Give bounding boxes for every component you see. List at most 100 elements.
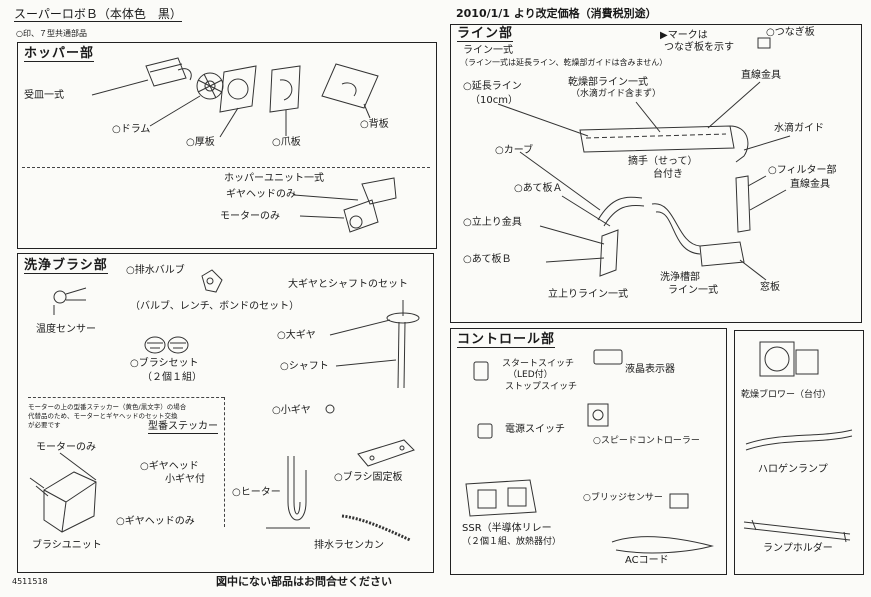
big-gear-label: ○大ギヤ	[277, 330, 316, 341]
hopper-motor-label: モーターのみ	[220, 211, 280, 222]
claw-plate-label: ○爪板	[272, 137, 301, 148]
sticker-label: 型番ステッカー	[148, 421, 218, 434]
back-plate-label: ○背板	[360, 119, 389, 130]
drain-hose-drawing	[341, 514, 411, 542]
drain-valve-drawing	[201, 269, 223, 293]
gear-head-only-label: ○ギヤヘッドのみ	[116, 516, 195, 527]
mark-note-2: つなぎ板を示す	[664, 42, 734, 53]
rise-fitting-label: ○立上り金具	[463, 217, 522, 228]
guard-b-label: ○あて板Ｂ	[463, 254, 512, 265]
brush-set-drawing	[144, 336, 189, 354]
rise-line-label: 立上りライン一式	[548, 289, 628, 300]
dry-line-note: （水滴ガイド含まず）	[571, 89, 662, 99]
drain-valve-label: ○排水バルブ	[126, 265, 185, 276]
filter-label: ○フィルター部	[768, 165, 837, 176]
gear-head-label: ○ギヤヘッド	[140, 461, 199, 472]
drum-label: ○ドラム	[112, 124, 151, 135]
handle-label: 摘手（せって）	[628, 156, 698, 167]
line-subtitle-note: （ライン一式は延長ライン、乾燥部ガイドは含みません）	[460, 58, 668, 67]
control-title: コントロール部	[457, 332, 556, 348]
led-label: （LED付）	[508, 370, 553, 380]
back-plate-drawing	[321, 63, 379, 119]
sticker-note-1: モーターの上の型番ステッカー（黄色/黒文字）の場合	[28, 403, 187, 411]
holder-label: ランプホルダー	[763, 543, 833, 554]
washer-title: 洗浄ブラシ部	[24, 258, 108, 274]
brush-unit-drawing	[29, 452, 97, 533]
motor-only-label: モーターのみ	[36, 442, 96, 453]
power-switch-label: 電源スイッチ	[505, 424, 565, 435]
ext-line-length: （10cm）	[470, 95, 518, 106]
thick-plate-drawing	[219, 65, 257, 138]
joint-plate-label: ○つなぎ板	[766, 27, 815, 38]
window-label: 窓板	[760, 282, 780, 293]
heater-drawing	[266, 456, 310, 529]
drum-drawing	[149, 72, 224, 127]
price-note: 2010/1/1 より改定価格（消費税別途）	[456, 7, 657, 20]
ssr-label: SSR（半導体リレー	[462, 523, 552, 534]
washer-section	[17, 253, 434, 573]
bridge-sensor-label: ○ブリッジセンサー	[583, 493, 663, 503]
ssr-note: （２個１組、放熱器付）	[462, 537, 562, 547]
gear-shaft-drawing	[325, 300, 420, 414]
valve-note: （バルブ、レンチ、ボンドのセット）	[130, 301, 300, 312]
control-drawings	[465, 349, 714, 554]
receiver-label: 受皿一式	[24, 90, 64, 101]
hopper-divider	[22, 167, 430, 168]
dry-drawings	[743, 341, 853, 543]
with-stand-label: 台付き	[653, 169, 683, 180]
start-switch-label: スタートスイッチ	[502, 359, 575, 369]
ac-cord-label: ACコード	[625, 555, 669, 566]
temp-sensor-label: 温度センサー	[36, 324, 96, 335]
temp-sensor-drawing	[53, 287, 87, 315]
line-section	[450, 24, 862, 323]
small-gear-label: ○小ギヤ	[272, 405, 311, 416]
guard-a-label: ○あて板Ａ	[514, 183, 563, 194]
blower-label: 乾燥ブロワー（台付）	[741, 390, 832, 400]
shaft-label: ○シャフト	[280, 361, 329, 372]
stop-switch-label: ストップスイッチ	[505, 382, 578, 392]
sticker-box-right	[224, 397, 225, 527]
hopper-gear-head-label: ギヤヘッドのみ	[226, 189, 296, 200]
brush-unit-label: ブラシユニット	[32, 540, 102, 551]
mark-note-1: ▶マークは	[660, 30, 708, 41]
common-parts-note: ○印、７型共通部品	[16, 29, 87, 38]
wash-line-1: 洗浄槽部	[660, 272, 700, 283]
hopper-unit-label: ホッパーユニット一式	[224, 173, 324, 184]
brush-set-label: ○ブラシセット	[130, 358, 199, 369]
line-subtitle: ライン一式	[463, 45, 513, 56]
control-section	[450, 328, 727, 575]
sticker-box-top	[28, 397, 224, 398]
wash-line-2: ライン一式	[668, 285, 718, 296]
line-drawing	[497, 37, 791, 281]
doc-number: 4511518	[12, 577, 48, 586]
footer-note: 図中にない部品はお問合せください	[216, 575, 392, 588]
brush-set-note: （２個１組）	[142, 372, 202, 383]
page-title: スーパーロボＢ（本体色 黒）	[14, 7, 182, 22]
sticker-note-2: 代替品のため、モーターとギヤヘッドのセット交換	[28, 412, 178, 420]
with-small-gear-label: 小ギヤ付	[165, 474, 205, 485]
lcd-label: 液晶表示器	[625, 364, 675, 375]
straight-fitting-label: 直線金具	[741, 70, 781, 81]
brush-fix-plate-label: ○ブラシ固定板	[334, 472, 403, 483]
line-title: ライン部	[457, 26, 514, 42]
straight-fitting-2-label: 直線金具	[790, 179, 830, 190]
dry-line-label: 乾燥部ライン一式	[568, 77, 648, 88]
heater-label: ○ヒーター	[232, 487, 281, 498]
curve-label: ○カーブ	[495, 145, 534, 156]
brush-fix-plate-drawing	[357, 439, 415, 467]
big-gear-set-label: 大ギヤとシャフトのセット	[288, 279, 408, 290]
sticker-note-3: が必要です	[28, 421, 61, 429]
receiver-drawing	[91, 57, 192, 96]
dry-section	[734, 330, 864, 575]
speed-controller-label: ○スピードコントローラー	[593, 436, 700, 446]
water-guide-label: 水滴ガイド	[774, 123, 824, 134]
ext-line-label: ○延長ライン	[463, 81, 522, 92]
halogen-label: ハロゲンランプ	[758, 464, 828, 475]
drain-hose-label: 排水ラセンカン	[314, 540, 384, 551]
claw-plate-drawing	[269, 65, 301, 136]
hopper-section	[17, 42, 437, 249]
thick-plate-label: ○厚板	[186, 137, 215, 148]
hopper-title: ホッパー部	[24, 46, 95, 62]
hopper-unit-drawing	[293, 177, 397, 233]
